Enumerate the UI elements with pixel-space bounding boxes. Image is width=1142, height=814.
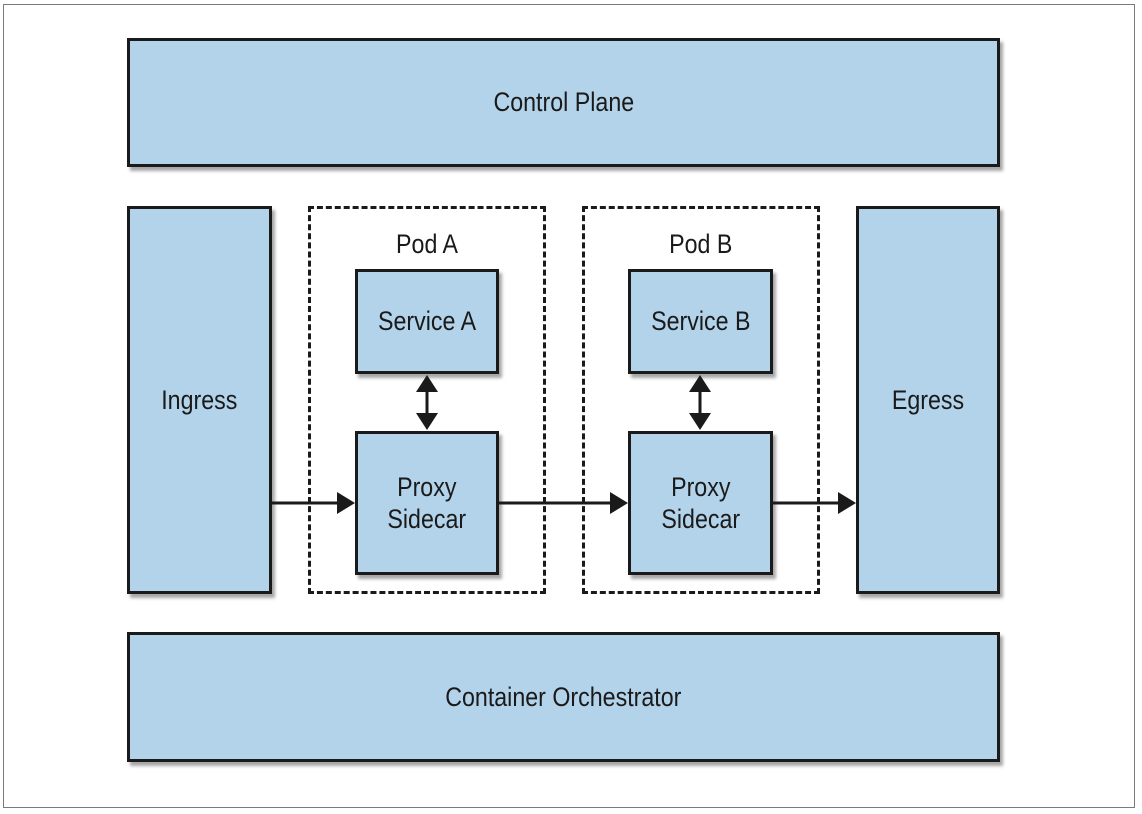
pod-b-container: Pod B: [582, 206, 820, 594]
container-orchestrator-label: Container Orchestrator: [445, 681, 682, 712]
pod-a-container: Pod A: [308, 206, 546, 594]
container-orchestrator-box: Container Orchestrator: [127, 632, 1000, 762]
egress-box: Egress: [856, 206, 1000, 594]
pod-b-title: Pod B: [585, 229, 817, 260]
pod-a-title-text: Pod A: [396, 229, 458, 259]
proxy-sidecar-a-box: Proxy Sidecar: [355, 431, 499, 575]
control-plane-box: Control Plane: [127, 38, 1000, 167]
control-plane-label: Control Plane: [493, 87, 634, 118]
proxy-sidecar-b-label: Proxy Sidecar: [661, 471, 740, 534]
pod-b-title-text: Pod B: [669, 229, 733, 259]
pod-a-title: Pod A: [311, 229, 543, 260]
service-a-label: Service A: [377, 306, 477, 337]
service-b-label: Service B: [650, 306, 751, 337]
service-a-box: Service A: [355, 269, 499, 374]
ingress-box: Ingress: [127, 206, 272, 594]
egress-label: Egress: [891, 384, 965, 415]
service-b-box: Service B: [628, 269, 773, 374]
proxy-sidecar-b-box: Proxy Sidecar: [628, 431, 773, 575]
proxy-sidecar-a-label: Proxy Sidecar: [387, 471, 467, 534]
ingress-label: Ingress: [161, 384, 238, 415]
